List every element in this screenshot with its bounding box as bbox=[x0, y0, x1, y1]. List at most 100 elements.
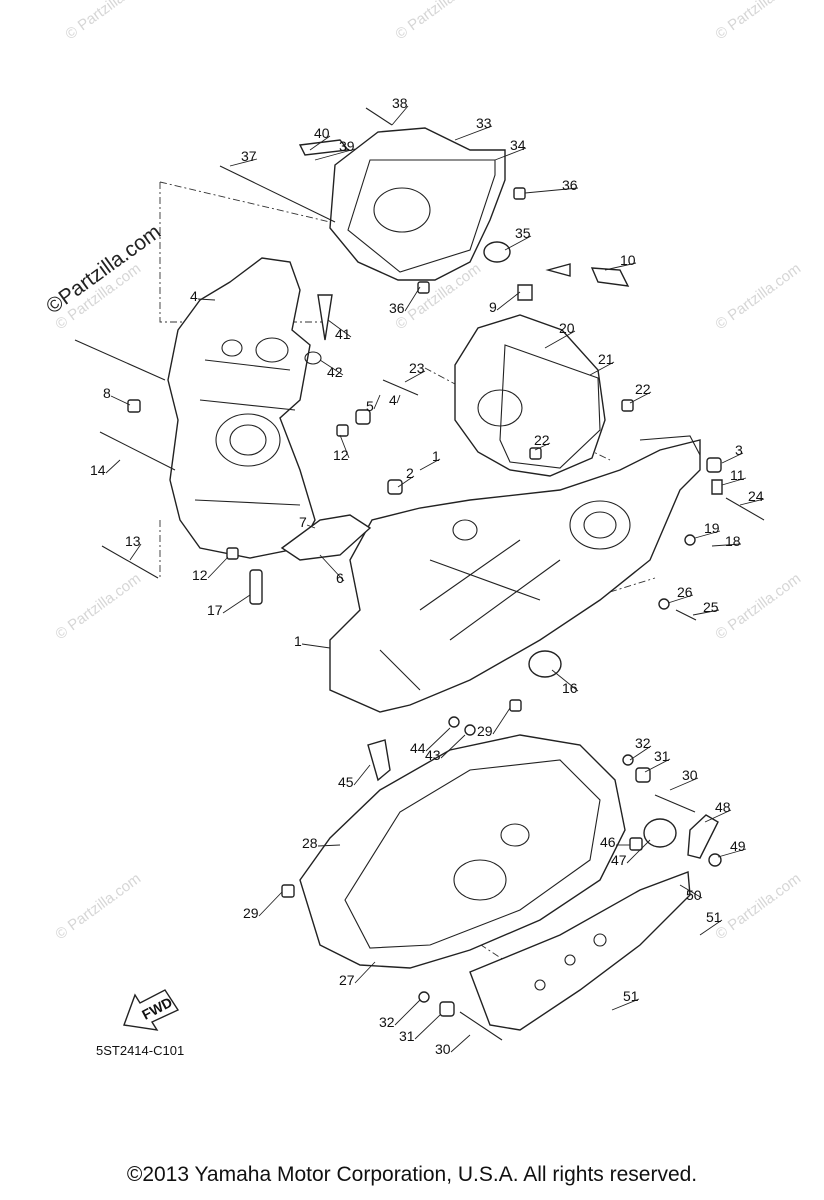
leader-line bbox=[669, 777, 699, 791]
callout-42: 42 bbox=[327, 364, 343, 380]
leader-line bbox=[354, 961, 376, 984]
callout-45: 45 bbox=[338, 774, 354, 790]
leader-line bbox=[110, 395, 131, 406]
callout-5: 5 bbox=[366, 398, 374, 414]
leader-line bbox=[611, 998, 640, 1011]
leader-line bbox=[629, 391, 652, 404]
callout-41: 41 bbox=[335, 326, 351, 342]
leader-line bbox=[258, 891, 283, 917]
callout-11: 11 bbox=[730, 467, 745, 483]
leader-line bbox=[699, 919, 723, 936]
leader-line bbox=[721, 477, 747, 486]
callout-4: 4 bbox=[190, 288, 198, 304]
callout-51: 51 bbox=[623, 988, 639, 1004]
copyright-notice: ©2013 Yamaha Motor Corporation, U.S.A. A… bbox=[126, 1163, 698, 1186]
leader-line bbox=[327, 319, 352, 338]
leader-line bbox=[721, 452, 744, 464]
leader-line bbox=[551, 669, 579, 692]
leader-line bbox=[626, 839, 651, 864]
leader-line bbox=[129, 543, 142, 561]
callout-24: 24 bbox=[748, 488, 764, 504]
callout-49: 49 bbox=[730, 838, 746, 854]
callout-1: 1 bbox=[294, 633, 302, 649]
leader-line bbox=[667, 594, 694, 604]
callout-13: 13 bbox=[125, 533, 141, 549]
leader-line bbox=[694, 530, 721, 539]
heat-shield-part bbox=[469, 871, 691, 1031]
small-parts bbox=[74, 107, 765, 1041]
leader-line bbox=[504, 235, 532, 251]
leader-line bbox=[397, 475, 415, 488]
leader-line bbox=[644, 758, 671, 773]
watermark-text: © Partzilla.com bbox=[52, 570, 144, 643]
leader-line bbox=[373, 394, 381, 410]
callout-36: 36 bbox=[562, 177, 578, 193]
leader-line bbox=[105, 459, 121, 474]
callout-1: 1 bbox=[432, 448, 440, 464]
callout-9: 9 bbox=[489, 299, 497, 315]
callout-32: 32 bbox=[635, 735, 651, 751]
leader-line bbox=[589, 361, 615, 376]
leader-line bbox=[394, 999, 421, 1026]
diagram-code: 5ST2414-C101 bbox=[96, 1043, 185, 1058]
crankcase-cover-left-part bbox=[329, 127, 506, 281]
leader-line bbox=[450, 1034, 471, 1053]
leader-line bbox=[414, 1014, 441, 1040]
leader-line bbox=[396, 394, 401, 404]
leader-line bbox=[604, 262, 637, 271]
leader-line bbox=[306, 524, 316, 529]
callout-43: 43 bbox=[425, 747, 441, 763]
callout-48: 48 bbox=[715, 799, 731, 815]
callout-34: 34 bbox=[510, 137, 526, 153]
leader-line bbox=[319, 359, 344, 376]
callout-40: 40 bbox=[314, 125, 330, 141]
leader-lines bbox=[105, 105, 765, 1053]
leader-line bbox=[404, 286, 421, 312]
leader-line bbox=[425, 727, 451, 752]
callout-25: 25 bbox=[703, 599, 719, 615]
callout-29: 29 bbox=[243, 905, 259, 921]
leader-line bbox=[679, 884, 703, 899]
callout-50: 50 bbox=[686, 887, 702, 903]
callout-36: 36 bbox=[389, 300, 405, 316]
callout-7: 7 bbox=[299, 514, 307, 530]
watermark-text: © Partzilla.com bbox=[712, 870, 804, 943]
callout-10: 10 bbox=[620, 252, 636, 268]
leader-line bbox=[317, 844, 341, 847]
callout-16: 16 bbox=[562, 680, 578, 696]
leader-line bbox=[314, 148, 356, 161]
leader-line bbox=[704, 809, 732, 823]
callout-3: 3 bbox=[735, 442, 743, 458]
leader-line bbox=[309, 135, 331, 151]
callout-12: 12 bbox=[333, 447, 349, 463]
watermark-text: © Partzilla.com bbox=[392, 0, 484, 43]
leader-line bbox=[496, 291, 521, 311]
leader-line bbox=[319, 554, 345, 582]
callout-2: 2 bbox=[406, 465, 414, 481]
callout-6: 6 bbox=[336, 570, 344, 586]
leader-line bbox=[494, 147, 527, 161]
callout-18: 18 bbox=[725, 533, 741, 549]
callout-37: 37 bbox=[241, 148, 257, 164]
callout-19: 19 bbox=[704, 520, 720, 536]
leader-line bbox=[692, 609, 720, 616]
callout-23: 23 bbox=[409, 360, 425, 376]
leader-line bbox=[544, 330, 576, 349]
leader-line bbox=[404, 370, 426, 383]
fwd-arrow-icon: FWD bbox=[123, 989, 180, 1031]
callout-26: 26 bbox=[677, 584, 693, 600]
leader-line bbox=[222, 594, 251, 614]
callout-20: 20 bbox=[559, 320, 575, 336]
callout-51: 51 bbox=[706, 909, 722, 925]
callout-33: 33 bbox=[476, 115, 492, 131]
leader-line bbox=[440, 734, 466, 759]
callout-31: 31 bbox=[654, 748, 670, 764]
leader-line bbox=[229, 158, 258, 167]
leader-line bbox=[391, 105, 409, 126]
leader-line bbox=[492, 707, 511, 735]
callout-17: 17 bbox=[207, 602, 223, 618]
callout-35: 35 bbox=[515, 225, 531, 241]
callout-28: 28 bbox=[302, 835, 318, 851]
leader-line bbox=[419, 458, 441, 471]
